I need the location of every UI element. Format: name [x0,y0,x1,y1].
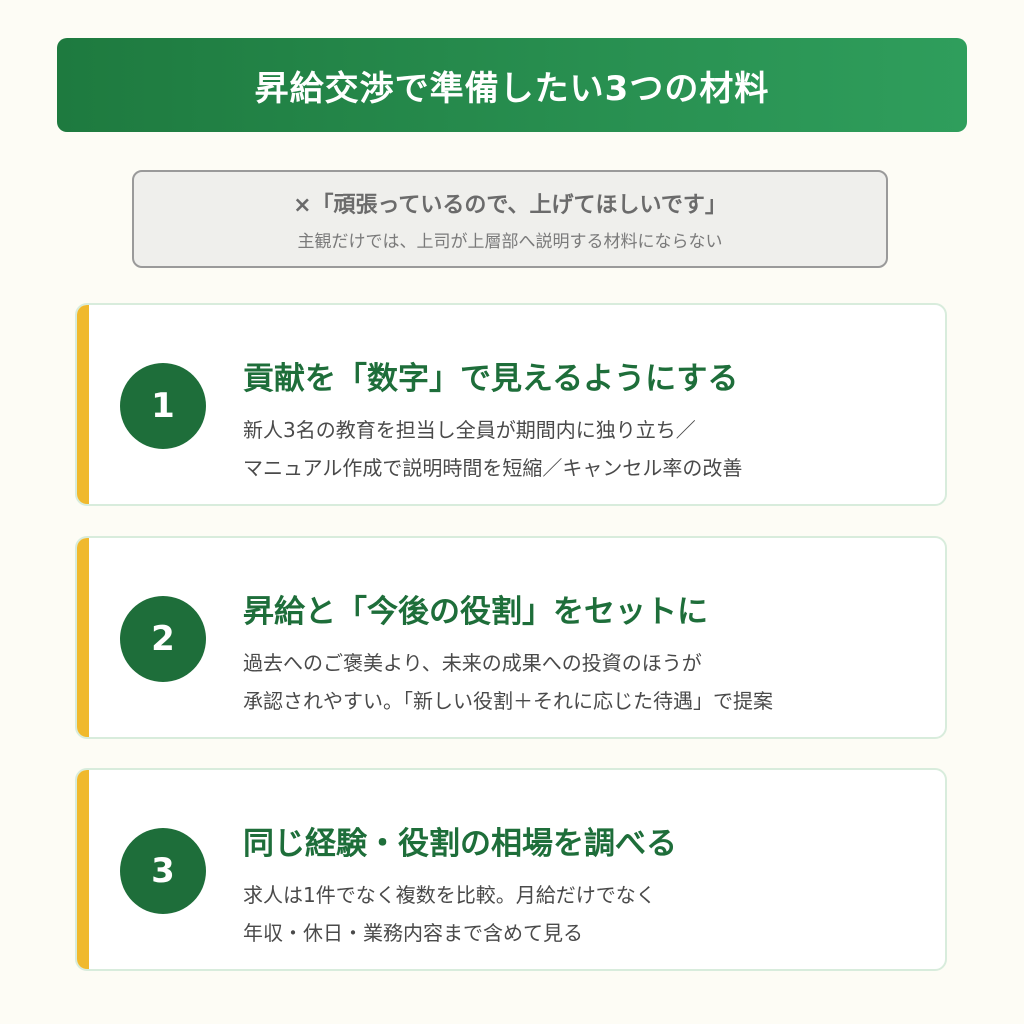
card-description-line: 過去へのご褒美より、未来の成果への投資のほうが [243,651,702,675]
card-heading: 貢献を「数字」で見えるようにする [243,361,739,397]
card-description-line: マニュアル作成で説明時間を短縮／キャンセル率の改善 [243,456,743,480]
card-number-badge: 1 [120,363,206,449]
card-accent-bar [77,305,89,504]
bad-example-note: ×「頑張っているので、上げてほしいです」 主観だけでは、上司が上層部へ説明する材… [132,170,888,268]
page-title: 昇給交渉で準備したい3つの材料 [254,68,770,109]
card-description-line: 新人3名の教育を担当し全員が期間内に独り立ち／ [243,418,696,442]
card-number-badge: 3 [120,828,206,914]
card-heading: 昇給と「今後の役割」をセットに [243,594,708,630]
card-heading: 同じ経験・役割の相場を調べる [243,826,677,862]
material-card-2: 2 昇給と「今後の役割」をセットに 過去へのご褒美より、未来の成果への投資のほう… [75,536,947,739]
material-card-1: 1 貢献を「数字」で見えるようにする 新人3名の教育を担当し全員が期間内に独り立… [75,303,947,506]
bad-example-explanation: 主観だけでは、上司が上層部へ説明する材料にならない [297,231,723,252]
card-accent-bar [77,770,89,969]
card-number-badge: 2 [120,596,206,682]
card-description: 求人は1件でなく複数を比較。月給だけでなく 年収・休日・業務内容まで含めて見る [243,876,656,952]
card-description: 過去へのご褒美より、未来の成果への投資のほうが 承認されやすい。「新しい役割＋そ… [243,644,773,720]
card-description-line: 年収・休日・業務内容まで含めて見る [243,921,583,945]
card-description-line: 求人は1件でなく複数を比較。月給だけでなく [243,883,656,907]
card-description-line: 承認されやすい。「新しい役割＋それに応じた待遇」で提案 [243,689,773,713]
material-card-3: 3 同じ経験・役割の相場を調べる 求人は1件でなく複数を比較。月給だけでなく 年… [75,768,947,971]
bad-example-quote: ×「頑張っているので、上げてほしいです」 [293,192,727,218]
card-description: 新人3名の教育を担当し全員が期間内に独り立ち／ マニュアル作成で説明時間を短縮／… [243,411,742,487]
card-accent-bar [77,538,89,737]
title-banner: 昇給交渉で準備したい3つの材料 [57,38,967,132]
